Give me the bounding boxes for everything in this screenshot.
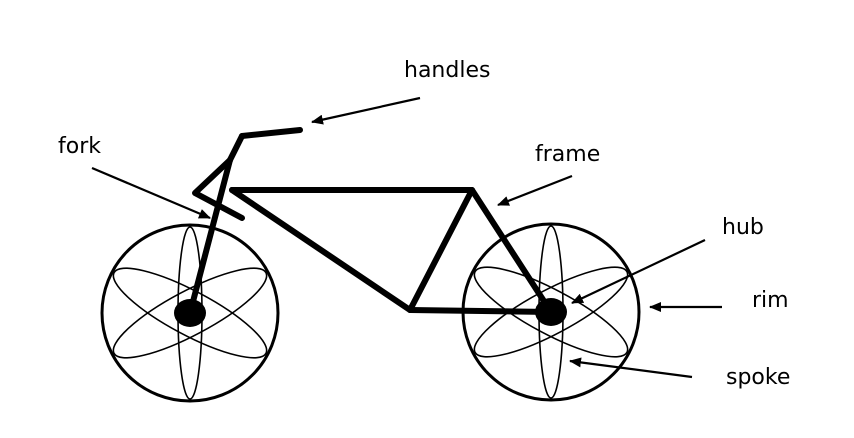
- bicycle-frame: [229, 187, 554, 315]
- arrow-fork: [91, 166, 211, 220]
- head-tube: [227, 133, 245, 163]
- label-fork: fork: [58, 134, 101, 159]
- label-frame: frame: [535, 142, 601, 167]
- arrow-hub: [571, 239, 706, 304]
- arrow-spoke: [569, 357, 693, 379]
- fork-and-handlebar: [187, 127, 303, 316]
- stem: [192, 157, 245, 221]
- arrow-frame: [497, 174, 573, 207]
- handlebar: [239, 127, 303, 139]
- label-hub: hub: [722, 215, 764, 240]
- label-spoke: spoke: [726, 365, 791, 390]
- label-handles: handles: [404, 58, 491, 83]
- label-rim: rim: [752, 288, 789, 313]
- fork-blade: [187, 157, 233, 316]
- arrow-handles: [311, 96, 421, 125]
- front-rim: [100, 223, 280, 403]
- label-arrows: [91, 96, 722, 379]
